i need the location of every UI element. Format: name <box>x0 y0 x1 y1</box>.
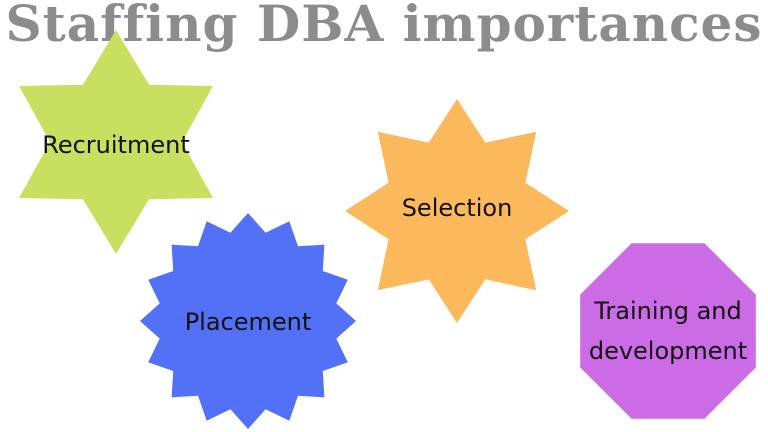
recruitment-label: Recruitment <box>42 131 189 159</box>
placement-node: Placement <box>140 213 356 429</box>
page-title: Staffing DBA importances <box>5 0 763 53</box>
selection-label: Selection <box>402 194 513 222</box>
sixteen-point-burst-icon <box>140 213 356 429</box>
recruitment-node: Recruitment <box>19 30 213 254</box>
octagon-icon <box>580 243 756 419</box>
training-label-line1: Training and <box>593 297 741 325</box>
training-node: Training and development <box>580 243 756 419</box>
selection-node: Selection <box>345 99 569 323</box>
eight-point-star-icon <box>345 99 569 323</box>
placement-label: Placement <box>185 308 312 336</box>
training-label-line2: development <box>589 337 747 365</box>
six-point-star-icon <box>19 30 213 254</box>
